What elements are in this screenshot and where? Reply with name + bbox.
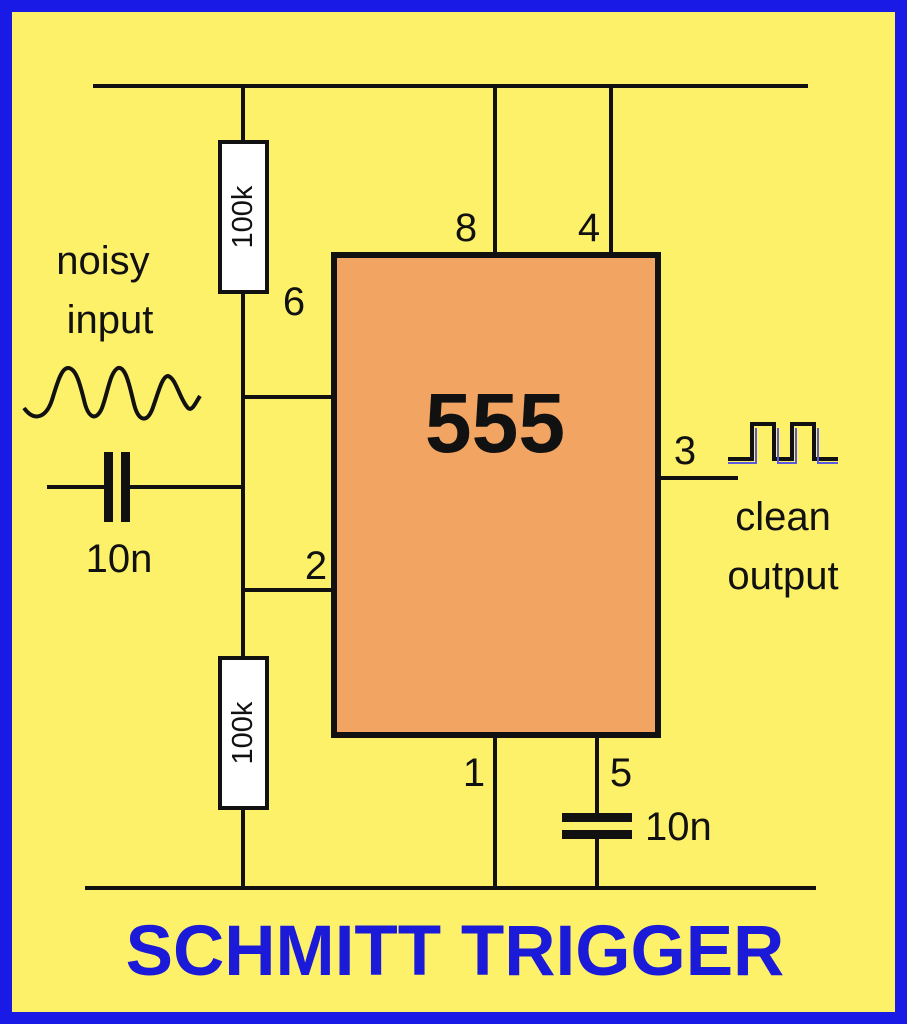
input-capacitor-plate-left xyxy=(104,452,113,522)
diagram-title: SCHMITT TRIGGER xyxy=(126,912,785,991)
pin-5-label: 5 xyxy=(610,751,632,795)
control-capacitor-plate-top xyxy=(562,813,632,822)
noisy-waveform xyxy=(22,365,202,421)
control-capacitor-plate-bottom xyxy=(562,830,632,839)
input-label-line2: input xyxy=(67,298,154,342)
input-label-line1: noisy xyxy=(56,239,149,283)
input-capacitor-label: 10n xyxy=(86,537,153,581)
resistor-top xyxy=(218,140,269,294)
square-waveform-shadow xyxy=(728,428,838,464)
chip-label: 555 xyxy=(425,376,565,470)
pin-1-label: 1 xyxy=(463,751,485,795)
wires xyxy=(47,84,816,890)
resistor-bottom-label: 100k xyxy=(227,701,259,764)
resistor-bottom xyxy=(218,656,269,810)
pin-8-label: 8 xyxy=(455,206,477,250)
pin-4-label: 4 xyxy=(578,206,600,250)
resistor-top-label: 100k xyxy=(227,185,259,248)
output-label-line1: clean xyxy=(735,495,831,539)
chip-555 xyxy=(331,252,661,738)
output-label-line2: output xyxy=(727,554,838,598)
pin-6-label: 6 xyxy=(283,280,305,324)
input-capacitor-plate-right xyxy=(121,452,130,522)
control-capacitor-label: 10n xyxy=(645,805,712,849)
pin-2-label: 2 xyxy=(305,544,327,588)
pin-3-label: 3 xyxy=(674,429,696,473)
square-waveform xyxy=(728,422,838,461)
